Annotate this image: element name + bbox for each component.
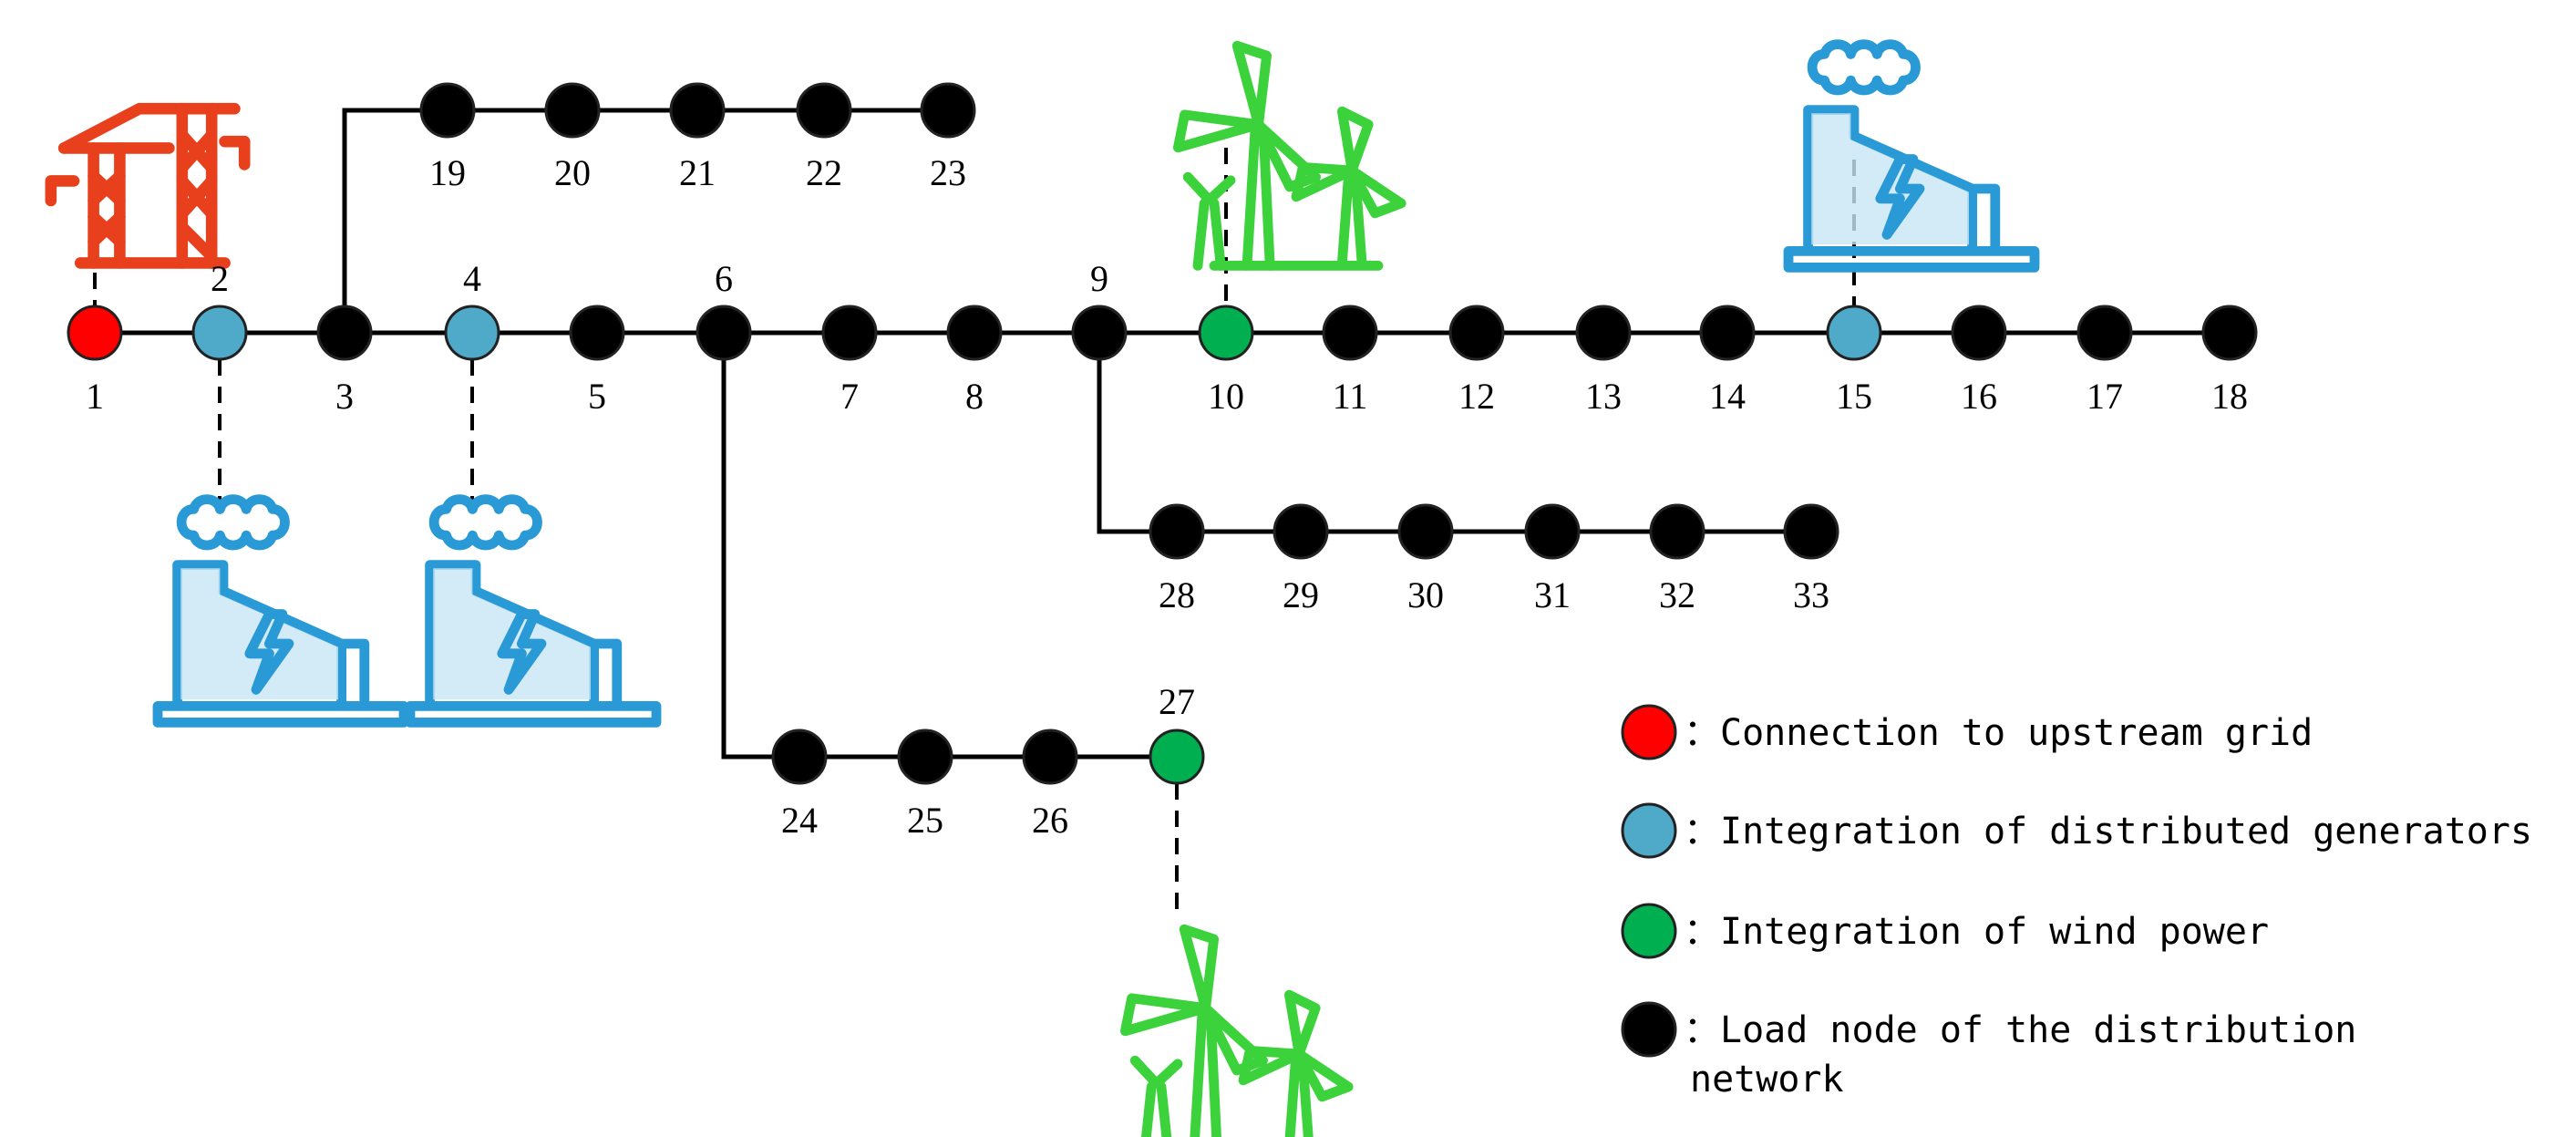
bus-label-7: 7 [840,376,859,417]
bus-label-18: 18 [2211,376,2248,417]
bus-label-26: 26 [1032,800,1068,841]
bus-node-15 [1826,305,1882,361]
legend-text-distributed-generator: ：Integration of distributed generators [1684,811,2532,853]
legend-swatch-wind-power [1621,903,1677,959]
bus-label-19: 19 [429,152,466,193]
bus-label-32: 32 [1659,574,1695,615]
bus-node-19 [419,82,476,139]
bus-node-8 [946,305,1003,361]
bus-node-24 [771,729,828,785]
bus-node-10 [1198,305,1254,361]
bus-label-4: 4 [463,258,481,299]
bus-label-30: 30 [1407,574,1444,615]
legend-swatch-distributed-generator [1621,802,1677,859]
legend-text-grid-connection: ：Connection to upstream grid [1684,712,2313,754]
bus-label-16: 16 [1961,376,1997,417]
wind-turbine-icon [1125,929,1348,1137]
bus-label-29: 29 [1283,574,1319,615]
generator-plant-icon [1788,45,2035,268]
legend-text-load-node: ：Load node of the distribution [1684,1009,2356,1051]
bus-node-33 [1783,503,1839,560]
bus-node-23 [920,82,976,139]
bus-label-27: 27 [1159,681,1195,722]
bus-node-7 [821,305,878,361]
generator-plant-icon [410,500,656,723]
bus-label-33: 33 [1793,574,1829,615]
bus-label-22: 22 [806,152,842,193]
bus-label-24: 24 [781,800,818,841]
wind-turbine-icon [1178,46,1401,265]
bus-node-30 [1397,503,1454,560]
bus-label-12: 12 [1458,376,1495,417]
bus-label-21: 21 [679,152,716,193]
bus-node-9 [1071,305,1128,361]
generator-plant-icon [158,500,404,723]
bus-node-1 [67,305,123,361]
bus-node-4 [444,305,500,361]
bus-node-12 [1448,305,1505,361]
bus-label-15: 15 [1836,376,1872,417]
bus-label-23: 23 [930,152,966,193]
bus-node-5 [569,305,625,361]
bus-node-32 [1649,503,1705,560]
bus-node-13 [1575,305,1632,361]
legend-text-wind-power: ：Integration of wind power [1684,911,2269,953]
bus-label-11: 11 [1333,376,1368,417]
bus-label-8: 8 [965,376,984,417]
bus-label-10: 10 [1208,376,1244,417]
bus-label-5: 5 [588,376,606,417]
branch-3-19 [342,108,448,333]
bus-node-28 [1149,503,1205,560]
legend-swatch-grid-connection [1621,704,1677,760]
bus-node-2 [191,305,248,361]
bus-label-20: 20 [554,152,591,193]
bus-node-14 [1699,305,1756,361]
legend-text-load-node-line2: network [1690,1059,1844,1101]
bus-node-26 [1022,729,1078,785]
bus-label-3: 3 [335,376,354,417]
bus-label-28: 28 [1159,574,1195,615]
bus-node-21 [669,82,726,139]
branch-6-24 [721,333,799,760]
bus-node-16 [1951,305,2007,361]
bus-node-18 [2201,305,2258,361]
bus-label-17: 17 [2087,376,2123,417]
bus-label-9: 9 [1090,258,1108,299]
bus-node-11 [1322,305,1378,361]
bus-label-25: 25 [907,800,943,841]
bus-label-1: 1 [86,376,104,417]
bus-node-17 [2076,305,2133,361]
transmission-tower-icon [51,109,244,263]
bus-node-27 [1149,729,1205,785]
bus-label-2: 2 [211,258,229,299]
bus-node-20 [544,82,601,139]
branch-9-28 [1097,333,1177,534]
bus-node-29 [1273,503,1329,560]
legend-swatch-load-node [1621,1001,1677,1058]
bus-node-3 [316,305,373,361]
bus-node-25 [897,729,953,785]
bus-label-6: 6 [715,258,733,299]
bus-label-31: 31 [1534,574,1571,615]
bus-node-31 [1524,503,1581,560]
bus-label-14: 14 [1709,376,1746,417]
bus-node-22 [796,82,852,139]
bus-label-13: 13 [1585,376,1622,417]
bus-node-6 [696,305,752,361]
